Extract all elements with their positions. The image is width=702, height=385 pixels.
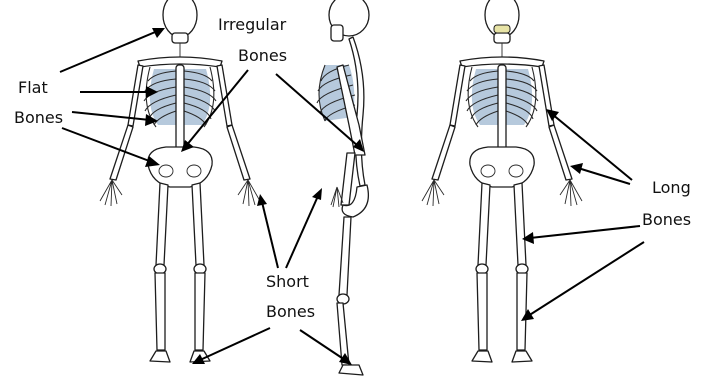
- flat-bones-arrows: [60, 28, 165, 167]
- irregular-bones-label-line2: Bones: [238, 48, 287, 64]
- irregular-bones-label-line1: Irregular: [218, 17, 286, 33]
- skeleton-side-view: [317, 0, 369, 375]
- short-bones-label-line2: Bones: [266, 304, 315, 320]
- skeleton-front-view: [422, 0, 582, 362]
- skeleton-back-view: [100, 0, 260, 362]
- flat-bones-label-line2: Bones: [14, 110, 63, 126]
- long-bones-label-line1: Long: [652, 180, 691, 196]
- long-bones-label-line2: Bones: [642, 212, 691, 228]
- short-bones-label-line1: Short: [266, 274, 309, 290]
- long-bones-arrows: [521, 109, 644, 321]
- flat-bones-label-line1: Flat: [18, 80, 48, 96]
